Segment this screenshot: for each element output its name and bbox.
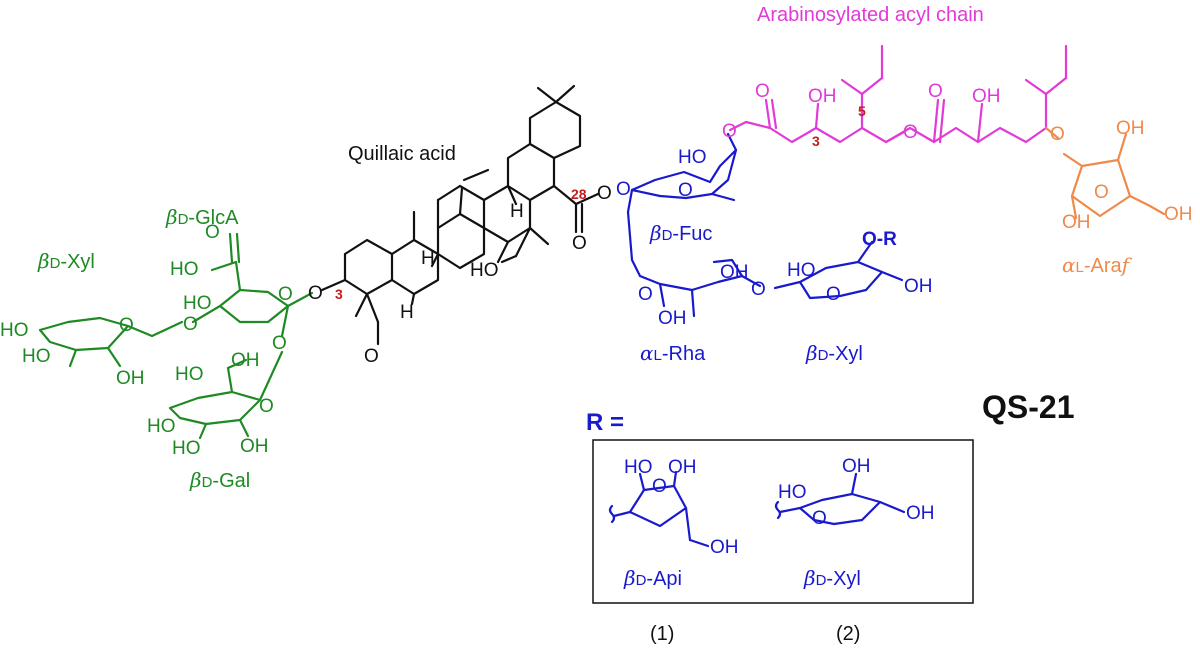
locant-chain-c5: 5 bbox=[858, 103, 866, 119]
svg-text:O: O bbox=[751, 279, 766, 300]
svg-text:OH: OH bbox=[710, 537, 739, 558]
svg-text:O: O bbox=[1094, 182, 1109, 203]
api-box-label: βD-Api bbox=[623, 566, 682, 590]
svg-text:OH: OH bbox=[904, 276, 933, 297]
svg-text:OH: OH bbox=[668, 457, 697, 478]
svg-text:H: H bbox=[421, 248, 435, 269]
fucose-rhamnose-xylose-unit bbox=[626, 132, 904, 318]
svg-text:HO: HO bbox=[470, 260, 499, 281]
locant-aglycone-c3: 3 bbox=[335, 286, 343, 302]
svg-text:OH: OH bbox=[972, 86, 1001, 107]
svg-text:βD-GlcA: βD-GlcA bbox=[165, 205, 239, 229]
r-group-box bbox=[592, 439, 974, 604]
xylose-box-atom-labels: HO O OH OH bbox=[778, 456, 935, 529]
svg-text:O-R: O-R bbox=[862, 229, 897, 250]
svg-text:βD-Xyl: βD-Xyl bbox=[803, 566, 861, 590]
locant-c28: 28 bbox=[571, 186, 587, 202]
svg-text:HO: HO bbox=[778, 482, 807, 503]
svg-text:βD-Api: βD-Api bbox=[623, 566, 682, 590]
araf-label: αL-Araf bbox=[1062, 253, 1133, 277]
svg-text:O: O bbox=[364, 346, 379, 367]
svg-text:OH: OH bbox=[240, 436, 269, 457]
svg-text:O: O bbox=[652, 476, 667, 497]
xylose-box-structure bbox=[774, 472, 906, 526]
svg-text:βD-Xyl: βD-Xyl bbox=[805, 341, 863, 365]
svg-text:OH: OH bbox=[842, 456, 871, 477]
aglycone-title: Quillaic acid bbox=[348, 143, 456, 165]
svg-text:O: O bbox=[903, 122, 918, 143]
svg-text:O: O bbox=[928, 81, 943, 102]
acyl-chain-atom-labels: O O OH O O OH bbox=[722, 81, 1001, 143]
compound-label: QS-21 bbox=[982, 389, 1074, 425]
locant-chain-c3: 3 bbox=[812, 133, 820, 149]
araf-atom-labels: O OH O OH OH bbox=[1050, 118, 1193, 233]
svg-text:O: O bbox=[678, 180, 693, 201]
svg-text:βD-Xyl: βD-Xyl bbox=[37, 249, 95, 273]
svg-text:HO: HO bbox=[678, 147, 707, 168]
svg-text:H: H bbox=[400, 302, 414, 323]
svg-text:O: O bbox=[722, 121, 737, 142]
svg-text:O: O bbox=[259, 396, 274, 417]
svg-text:αL-Araf: αL-Araf bbox=[1062, 253, 1133, 277]
svg-text:HO: HO bbox=[624, 457, 653, 478]
glucuronic-xylose-galactose-unit bbox=[38, 232, 314, 440]
svg-text:HO: HO bbox=[170, 259, 199, 280]
r-equals-label: R = bbox=[586, 409, 624, 436]
arabinofuranose-unit bbox=[1044, 126, 1166, 220]
svg-text:βD-Gal: βD-Gal bbox=[189, 468, 250, 492]
svg-text:HO: HO bbox=[787, 260, 816, 281]
xyl-left-label: βD-Xyl bbox=[37, 249, 95, 273]
svg-text:HO: HO bbox=[22, 346, 51, 367]
quillaic-acid-skeleton bbox=[320, 84, 600, 346]
svg-text:O: O bbox=[183, 314, 198, 335]
svg-text:HO: HO bbox=[147, 416, 176, 437]
option-1-label: (1) bbox=[650, 623, 674, 645]
svg-text:O: O bbox=[812, 508, 827, 529]
svg-text:O: O bbox=[1050, 124, 1065, 145]
xyl-box-label: βD-Xyl bbox=[803, 566, 861, 590]
svg-text:βD-Fuc: βD-Fuc bbox=[649, 221, 712, 245]
svg-text:O: O bbox=[616, 179, 631, 200]
svg-text:HO: HO bbox=[183, 293, 212, 314]
green-sugar-atom-labels: HO O HO O O O O HO HO OH HO OH O HO HO O… bbox=[0, 222, 293, 459]
glca-label: βD-GlcA bbox=[165, 205, 239, 229]
svg-text:HO: HO bbox=[0, 320, 29, 341]
svg-text:HO: HO bbox=[172, 438, 201, 459]
svg-text:OH: OH bbox=[906, 503, 935, 524]
svg-text:O: O bbox=[205, 222, 220, 243]
option-2-label: (2) bbox=[836, 623, 860, 645]
xyl-right-label: βD-Xyl bbox=[805, 341, 863, 365]
svg-text:OH: OH bbox=[116, 368, 145, 389]
svg-text:O: O bbox=[597, 183, 612, 204]
svg-text:OH: OH bbox=[1062, 212, 1091, 233]
svg-text:OH: OH bbox=[231, 350, 260, 371]
svg-text:OH: OH bbox=[1164, 204, 1193, 225]
svg-text:O: O bbox=[755, 81, 770, 102]
apiose-atom-labels: HO O OH OH bbox=[624, 457, 739, 558]
svg-text:O: O bbox=[826, 284, 841, 305]
svg-text:OH: OH bbox=[720, 262, 749, 283]
svg-text:O: O bbox=[308, 283, 323, 304]
svg-text:αL-Rha: αL-Rha bbox=[640, 341, 706, 365]
apiose-structure bbox=[608, 470, 710, 548]
acyl-chain-title: Arabinosylated acyl chain bbox=[757, 4, 984, 26]
svg-text:O: O bbox=[278, 284, 293, 305]
svg-text:OH: OH bbox=[808, 86, 837, 107]
svg-text:O: O bbox=[272, 333, 287, 354]
svg-text:OH: OH bbox=[1116, 118, 1145, 139]
svg-text:O: O bbox=[638, 284, 653, 305]
rha-label: αL-Rha bbox=[640, 341, 706, 365]
quillaic-acid-atom-labels: O O H H H HO O O bbox=[308, 183, 612, 367]
fuc-label: βD-Fuc bbox=[649, 221, 712, 245]
svg-text:HO: HO bbox=[175, 364, 204, 385]
blue-sugar-atom-labels: O HO O OH O OH O HO O O-R OH bbox=[616, 147, 933, 329]
svg-text:O: O bbox=[572, 233, 587, 254]
svg-text:H: H bbox=[510, 201, 524, 222]
svg-text:OH: OH bbox=[658, 308, 687, 329]
acyl-chain bbox=[728, 44, 1068, 144]
svg-text:O: O bbox=[119, 315, 134, 336]
gal-label: βD-Gal bbox=[189, 468, 250, 492]
